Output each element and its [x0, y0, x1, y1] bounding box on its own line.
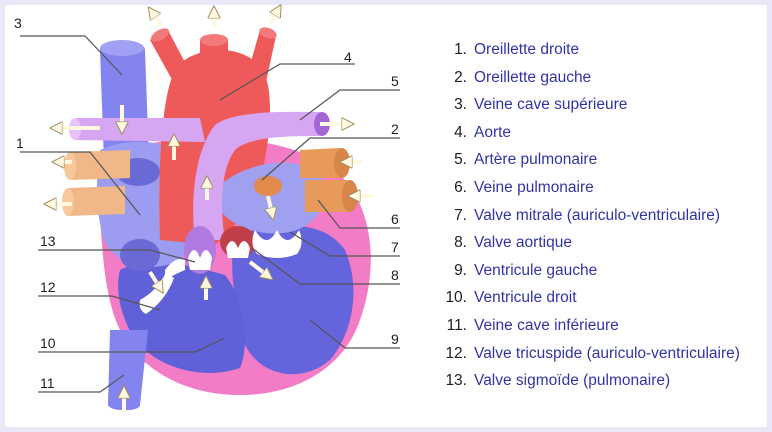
callout-5: 5	[391, 73, 399, 89]
legend-label[interactable]: Valve tricuspide (auriculo-ventriculaire…	[474, 345, 740, 362]
legend-label[interactable]: Veine cave supérieure	[474, 96, 627, 113]
legend-label[interactable]: Artère pulmonaire	[474, 151, 597, 168]
legend-label[interactable]: Valve sigmoïde (pulmonaire)	[474, 372, 670, 389]
callout-4: 4	[344, 49, 352, 65]
legend-number: 6.	[437, 178, 467, 198]
callout-9: 9	[391, 331, 399, 347]
legend-item: 3. Veine cave supérieure	[437, 95, 740, 123]
legend-item: 9. Ventricule gauche	[437, 261, 740, 289]
legend-label[interactable]: Valve aortique	[474, 234, 572, 251]
legend-item: 10. Ventricule droit	[437, 288, 740, 316]
legend-number: 5.	[437, 150, 467, 170]
legend-item: 13. Valve sigmoïde (pulmonaire)	[437, 371, 740, 399]
legend-number: 4.	[437, 123, 467, 143]
pulmonary-vein-left-lower	[68, 186, 125, 216]
legend-item: 7. Valve mitrale (auriculo-ventriculaire)	[437, 206, 740, 234]
legend-label[interactable]: Oreillette gauche	[474, 69, 591, 86]
legend-item: 6. Veine pulmonaire	[437, 178, 740, 206]
legend-number: 3.	[437, 95, 467, 115]
legend-number: 12.	[437, 344, 467, 364]
legend-number: 1.	[437, 40, 467, 60]
legend-item: 11. Veine cave inférieure	[437, 316, 740, 344]
callout-13: 13	[40, 233, 56, 249]
callout-12: 12	[40, 279, 56, 295]
callout-8: 8	[391, 267, 399, 283]
legend-label[interactable]: Ventricule gauche	[474, 262, 597, 279]
callout-3: 3	[14, 15, 22, 31]
legend-item: 4. Aorte	[437, 123, 740, 151]
legend-number: 8.	[437, 233, 467, 253]
legend-number: 9.	[437, 261, 467, 281]
callout-6: 6	[391, 211, 399, 227]
callout-11: 11	[40, 375, 55, 391]
legend-number: 11.	[437, 316, 467, 336]
legend-item: 8. Valve aortique	[437, 233, 740, 261]
legend-number: 7.	[437, 206, 467, 226]
legend-label[interactable]: Valve mitrale (auriculo-ventriculaire)	[474, 207, 720, 224]
legend-label[interactable]: Ventricule droit	[474, 289, 577, 306]
legend-item: 12. Valve tricuspide (auriculo-ventricula…	[437, 344, 740, 372]
legend-label[interactable]: Veine cave inférieure	[474, 317, 619, 334]
callout-2: 2	[391, 121, 399, 137]
aortic-valve	[220, 226, 256, 258]
legend-label[interactable]: Veine pulmonaire	[474, 179, 594, 196]
legend-item: 5. Artère pulmonaire	[437, 150, 740, 178]
pulmonary-valve	[184, 226, 216, 274]
legend-item: 1. Oreillette droite	[437, 40, 740, 68]
callout-10: 10	[40, 335, 56, 351]
legend-label[interactable]: Oreillette droite	[474, 41, 579, 58]
inferior-vena-cava-shape	[108, 330, 148, 410]
legend-number: 10.	[437, 288, 467, 308]
legend-number: 13.	[437, 371, 467, 391]
legend-item: 2. Oreillette gauche	[437, 68, 740, 96]
legend-label[interactable]: Aorte	[474, 124, 511, 141]
legend-number: 2.	[437, 68, 467, 88]
callout-7: 7	[391, 239, 399, 255]
callout-1: 1	[16, 135, 24, 151]
legend-list: 1.Oreillette droite 2.Oreillette gauche …	[437, 40, 740, 399]
